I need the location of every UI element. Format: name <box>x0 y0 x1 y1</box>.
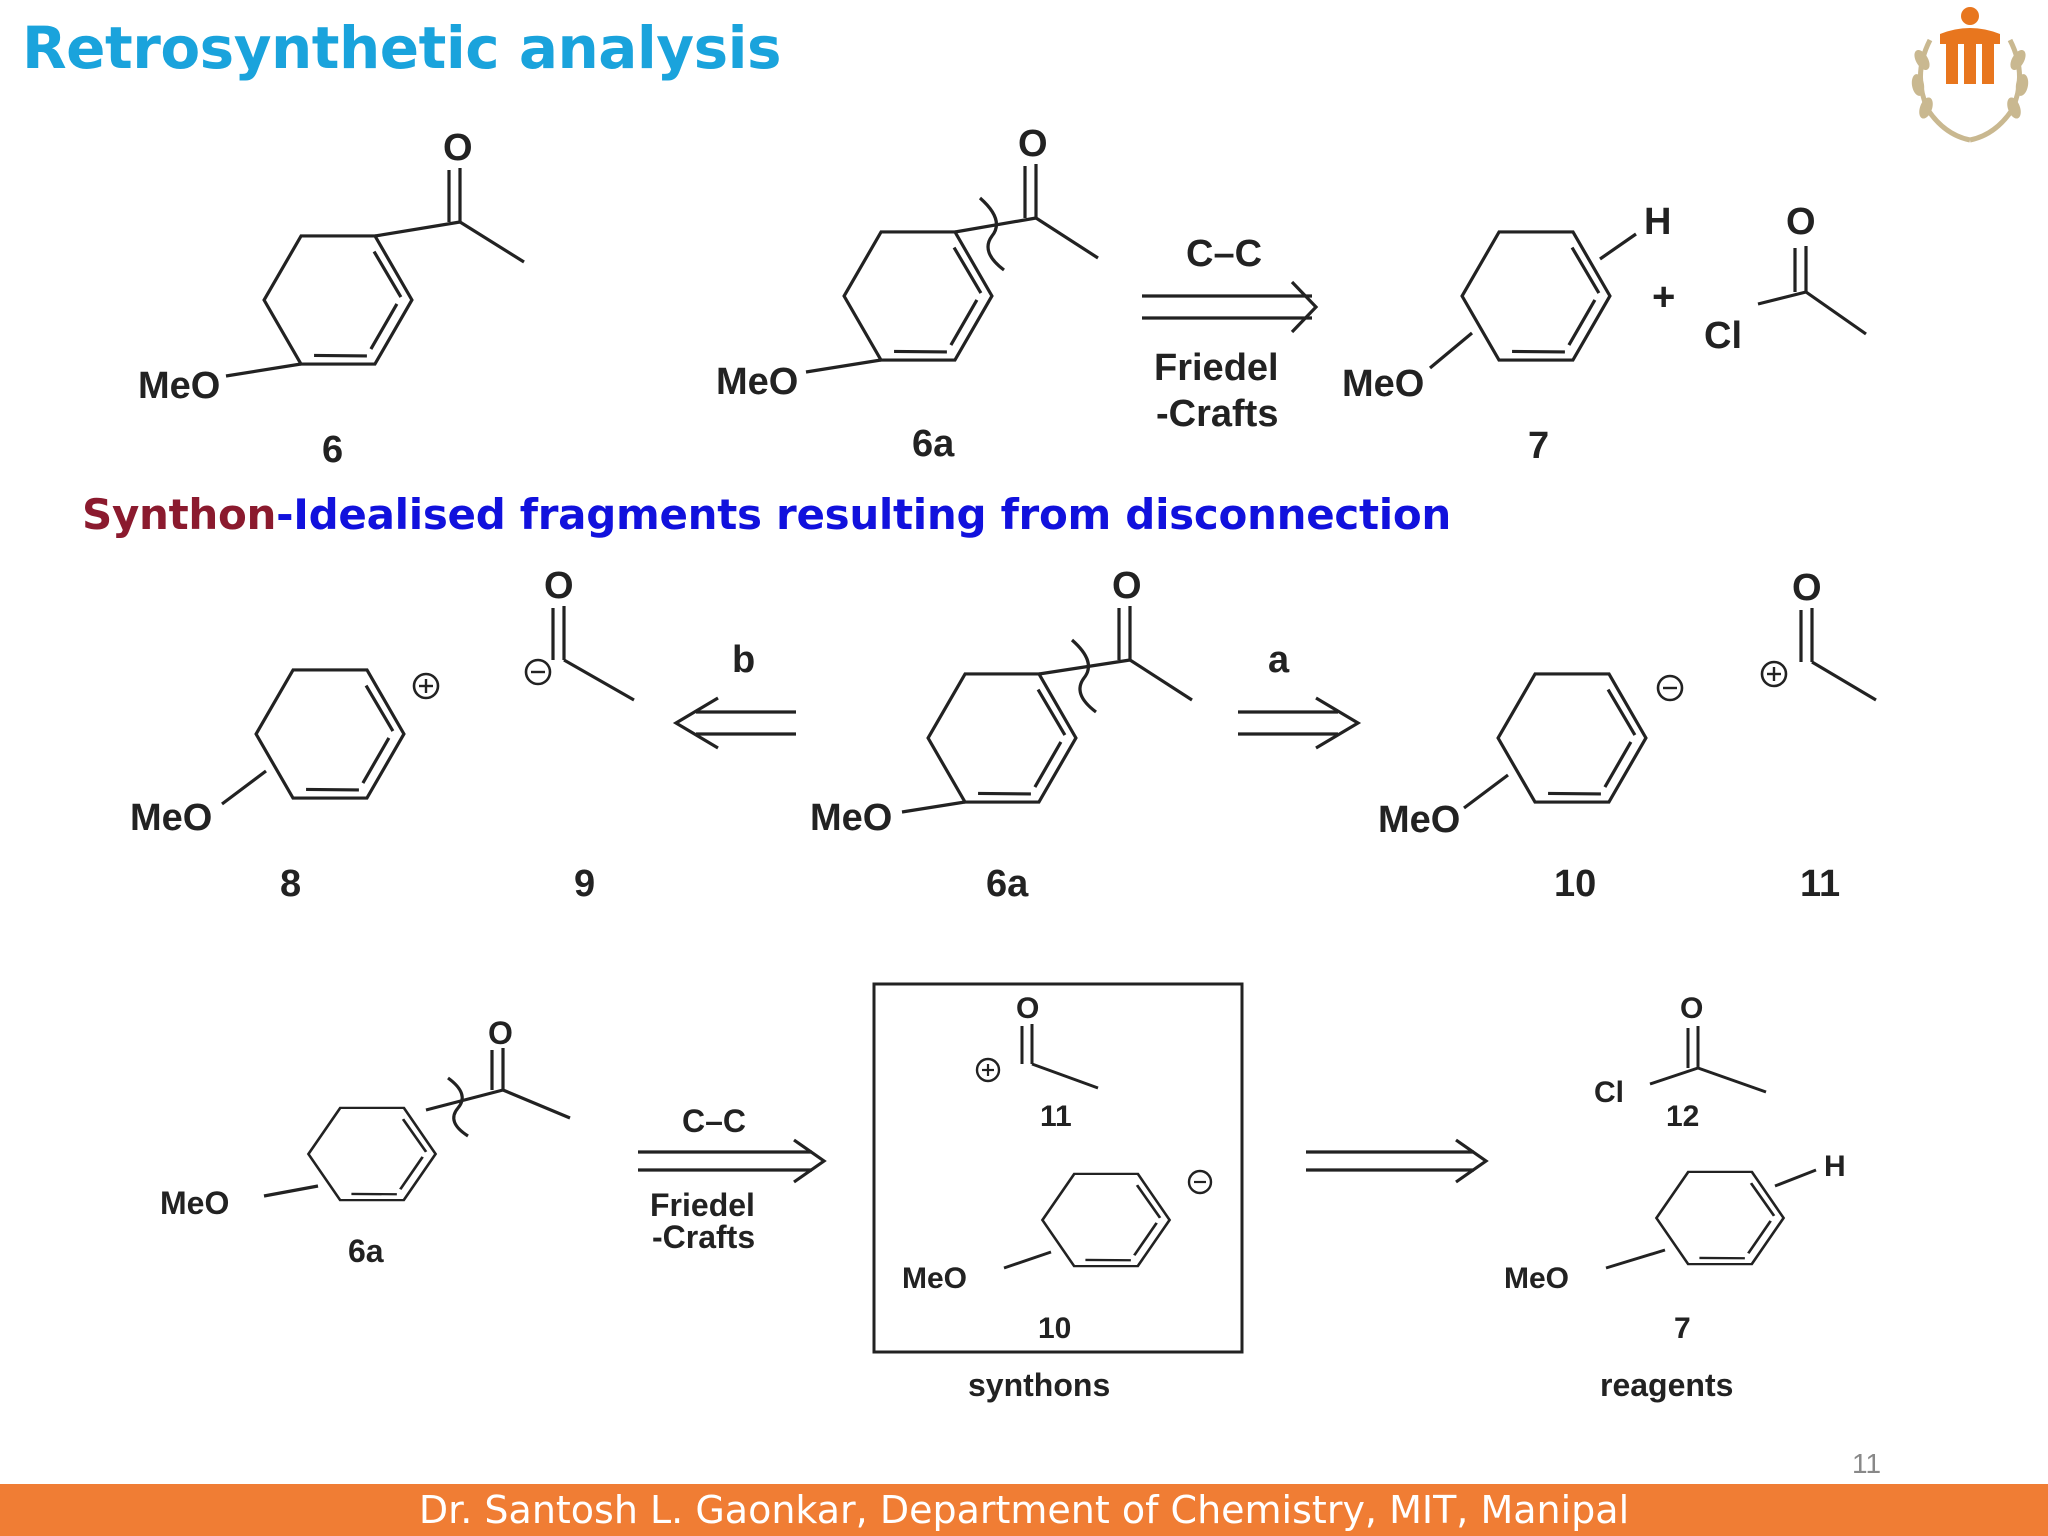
compound-6a-structure-top <box>805 164 1099 394</box>
synthon-term: Synthon <box>82 490 277 539</box>
chem-label: H <box>1824 1150 1846 1183</box>
chem-label: MeO <box>902 1262 967 1295</box>
acetyl-chloride-structure <box>1757 246 1867 336</box>
arrow-label-b: b <box>732 639 755 681</box>
slide-title: Retrosynthetic analysis <box>22 14 782 82</box>
negative-charge-icon <box>1656 674 1684 702</box>
label-compound-6: 6 <box>322 429 343 471</box>
compound-6a-structure-bottom <box>263 1048 571 1225</box>
label-compound-10: 10 <box>1554 863 1596 905</box>
chem-label: O <box>488 1015 513 1051</box>
chem-label: O <box>1786 201 1816 243</box>
compound-11-structure-box <box>975 1024 1099 1090</box>
label-compound-8: 8 <box>280 863 301 905</box>
disconnection-mark <box>978 196 1005 272</box>
chem-label: Cl <box>1704 315 1742 357</box>
chem-label: O <box>1112 565 1142 607</box>
arrow-label-cc: C–C <box>1186 233 1262 275</box>
synthon-definition: Synthon-Idealised fragments resulting fr… <box>82 490 1451 539</box>
chem-label: MeO <box>1504 1262 1569 1295</box>
positive-charge-icon <box>412 672 440 700</box>
retro-arrow-a <box>1238 696 1362 750</box>
compound-6-structure <box>225 168 525 398</box>
synthons-box <box>872 982 1244 1354</box>
positive-charge-icon <box>975 1057 1001 1083</box>
atom-MeO: MeO <box>138 365 220 407</box>
compound-6a-structure-middle <box>901 606 1193 836</box>
positive-charge-icon <box>1760 660 1788 688</box>
chem-label: MeO <box>1378 799 1460 841</box>
retrosynthetic-arrow-bottom <box>638 1138 827 1184</box>
chem-label: MeO <box>810 797 892 839</box>
institution-logo <box>1900 0 2040 175</box>
label-compound-6a-bottom: 6a <box>348 1233 384 1269</box>
footer-bar: Dr. Santosh L. Gaonkar, Department of Ch… <box>0 1484 2048 1536</box>
footer-text: Dr. Santosh L. Gaonkar, Department of Ch… <box>418 1488 1630 1532</box>
reagents-caption: reagents <box>1600 1367 1733 1403</box>
chem-label: -Crafts <box>652 1219 755 1255</box>
retro-arrow-b <box>672 696 796 750</box>
arrow-label-friedel: Friedel <box>1154 347 1279 389</box>
disconnection-mark <box>447 1076 469 1138</box>
chem-label: C–C <box>682 1103 746 1139</box>
chem-label: O <box>1680 992 1703 1025</box>
label-compound-6a: 6a <box>912 423 955 465</box>
chem-label: O <box>1018 123 1048 165</box>
chem-label: Friedel <box>650 1187 755 1223</box>
compound-11-structure <box>1760 608 1877 702</box>
label-compound-6a-middle: 6a <box>986 863 1029 905</box>
compound-9-structure <box>524 606 635 702</box>
chem-label: O <box>544 565 574 607</box>
chem-label: H <box>1644 201 1671 243</box>
arrow-label-a: a <box>1268 639 1290 681</box>
compound-7-structure-bottom <box>1605 1147 1817 1289</box>
compound-10-structure-box <box>1003 1149 1213 1291</box>
chem-label: MeO <box>130 797 212 839</box>
atom-O: O <box>443 127 473 169</box>
label-compound-11-box: 11 <box>1040 1100 1072 1133</box>
page-number: 11 <box>1852 1448 1882 1479</box>
synthons-caption: synthons <box>968 1367 1110 1403</box>
chem-label: Cl <box>1594 1076 1624 1109</box>
chem-label: MeO <box>1342 363 1424 405</box>
label-compound-11: 11 <box>1800 863 1840 905</box>
plus-sign: + <box>1652 275 1675 319</box>
label-compound-9: 9 <box>574 863 595 905</box>
chem-label: O <box>1016 992 1039 1025</box>
label-compound-7: 7 <box>1528 425 1549 467</box>
label-compound-7-bottom: 7 <box>1674 1312 1691 1345</box>
compound-10-structure <box>1463 640 1684 836</box>
chem-label: MeO <box>160 1185 229 1221</box>
synthon-definition-text: -Idealised fragments resulting from disc… <box>276 490 1452 539</box>
retrosynthetic-arrow-reagents <box>1306 1138 1489 1184</box>
arrow-label-crafts: -Crafts <box>1156 393 1278 435</box>
compound-8-structure <box>221 636 440 832</box>
compound-12-structure <box>1649 1026 1767 1094</box>
chem-label: MeO <box>716 361 798 403</box>
label-compound-10-box: 10 <box>1038 1312 1071 1345</box>
retrosynthetic-arrow <box>1142 280 1319 334</box>
compound-7-structure-top <box>1428 198 1637 394</box>
negative-charge-icon <box>1187 1169 1213 1195</box>
chem-label: O <box>1792 567 1822 609</box>
label-compound-12: 12 <box>1666 1100 1699 1133</box>
disconnection-mark <box>1070 638 1097 714</box>
negative-charge-icon <box>524 658 552 686</box>
